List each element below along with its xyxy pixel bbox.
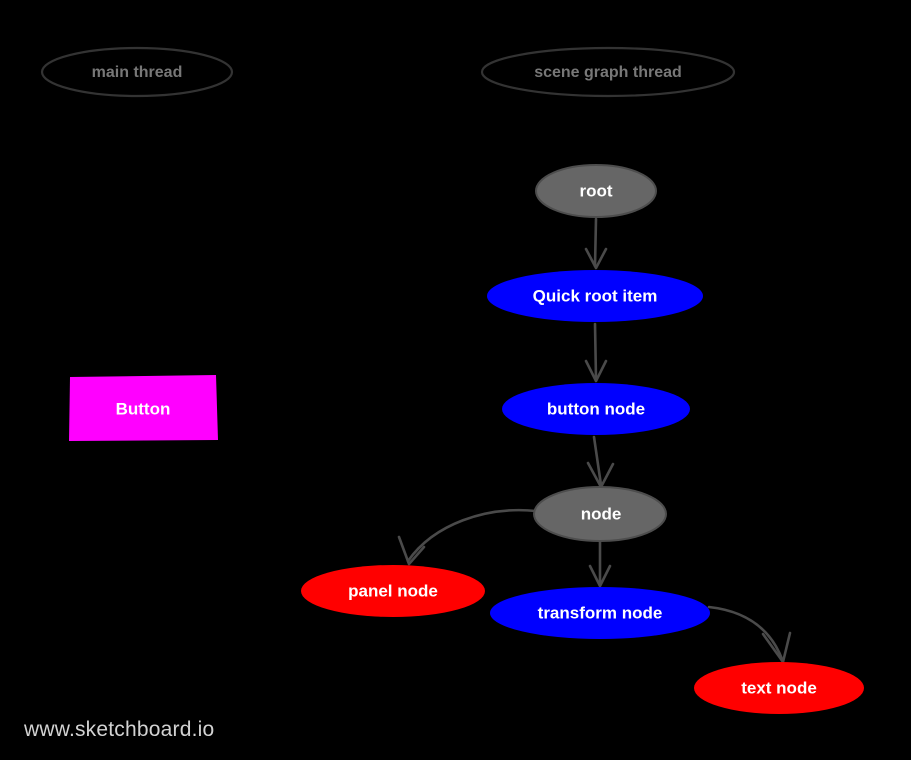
edge-button-node-to-node xyxy=(586,435,615,489)
node-root-label: root xyxy=(579,181,612,200)
node-transform-node[interactable]: transform node xyxy=(490,587,710,639)
node-transform-node-shape xyxy=(490,587,710,639)
arrowhead-icon xyxy=(397,535,426,566)
lane-main-thread[interactable]: main thread xyxy=(40,46,234,98)
edge-root-to-quick-root-item xyxy=(584,217,608,270)
edge-line xyxy=(593,322,598,381)
node-text-node-shape xyxy=(694,662,864,714)
node-quick-root-item[interactable]: Quick root item xyxy=(487,270,703,322)
node-button-node[interactable]: button node xyxy=(502,383,690,435)
edge-transform-node-to-text-node xyxy=(707,605,792,664)
node-button-label: Button xyxy=(116,399,171,418)
edge-line xyxy=(592,435,603,487)
node-quick-root-item-label: Quick root item xyxy=(533,286,658,305)
node-panel-node-label: panel node xyxy=(348,581,438,600)
node-quick-root-item-shape xyxy=(487,270,703,322)
arrowhead-icon xyxy=(584,247,608,270)
edge-curve xyxy=(707,605,784,661)
node-transform-node-label: transform node xyxy=(538,603,663,622)
edge-curve xyxy=(406,508,538,563)
edge-line xyxy=(593,217,598,268)
arrowhead-icon xyxy=(584,359,608,383)
node-button[interactable]: Button xyxy=(69,375,218,441)
node-root-shape xyxy=(535,164,657,218)
edge-node-to-panel-node xyxy=(397,508,538,566)
arrowhead-icon xyxy=(761,631,792,664)
lane-main-thread-label: main thread xyxy=(92,64,183,81)
node-node[interactable]: node xyxy=(533,486,667,542)
edge-node-to-transform-node xyxy=(588,540,612,588)
node-node-label: node xyxy=(581,504,622,523)
edge-quick-root-item-to-button-node xyxy=(584,322,608,383)
node-node-shape xyxy=(533,486,667,542)
lane-main-thread-ellipse xyxy=(40,46,234,98)
arrowhead-icon xyxy=(588,564,612,588)
node-text-node[interactable]: text node xyxy=(694,662,864,714)
node-panel-node[interactable]: panel node xyxy=(301,565,485,617)
lane-scene-graph-thread-ellipse xyxy=(480,46,736,98)
node-panel-node-shape xyxy=(301,565,485,617)
node-root[interactable]: root xyxy=(535,164,657,218)
node-button-node-shape xyxy=(502,383,690,435)
node-button-shape xyxy=(69,375,218,441)
lane-scene-graph-thread[interactable]: scene graph thread xyxy=(480,46,736,98)
node-text-node-label: text node xyxy=(741,678,817,697)
node-button-node-label: button node xyxy=(547,399,645,418)
watermark: www.sketchboard.io xyxy=(23,718,214,741)
lane-scene-graph-thread-label: scene graph thread xyxy=(534,64,682,81)
